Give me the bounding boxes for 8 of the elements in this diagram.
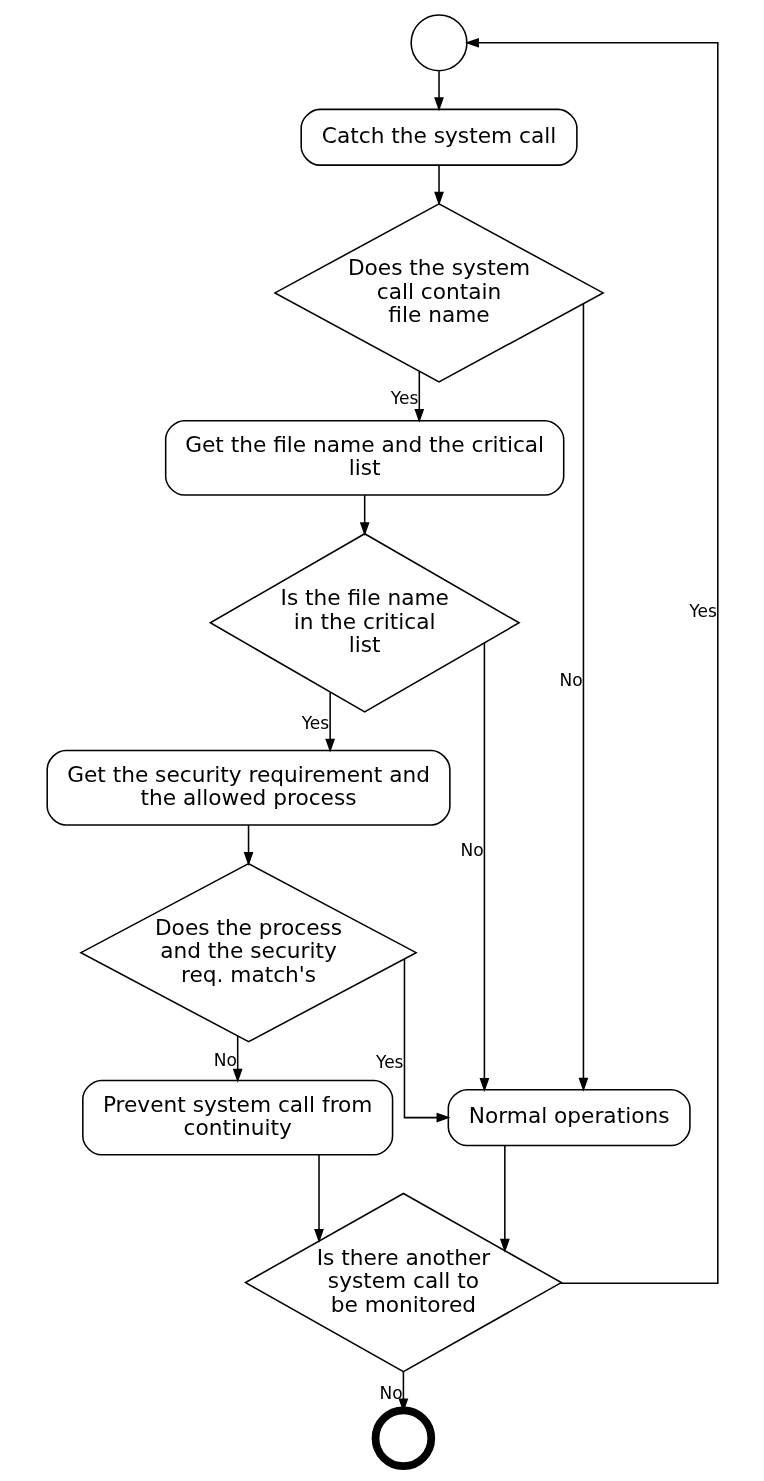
edge-label: Yes [375, 1052, 403, 1073]
edge-label: No [378, 1383, 403, 1404]
edge-label: Yes [390, 388, 418, 409]
edge-label: No [213, 1050, 237, 1071]
edge-label: Yes [688, 601, 717, 622]
edge-label: Yes [301, 713, 329, 734]
edge-label: No [459, 839, 484, 860]
edge-label: No [558, 670, 583, 691]
